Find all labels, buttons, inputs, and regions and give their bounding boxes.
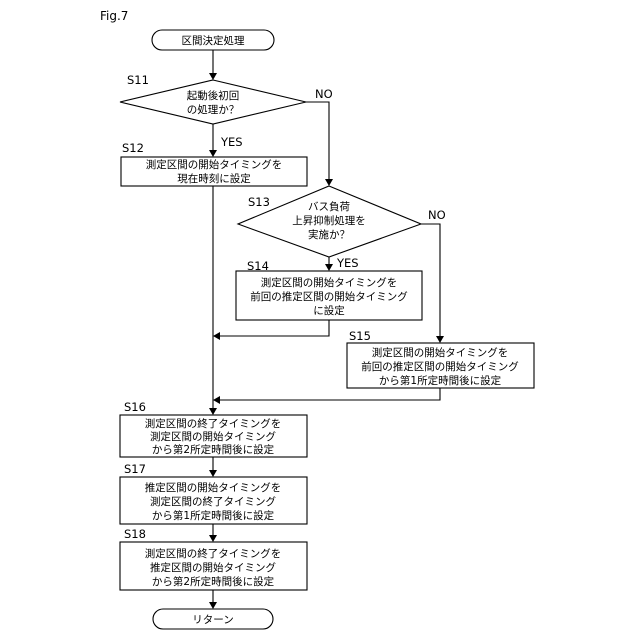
start-terminal: 区間決定処理 bbox=[152, 30, 274, 50]
process-s12: 測定区間の開始タイミングを 現在時刻に設定 S12 bbox=[121, 141, 307, 186]
process-s12-line-1: 測定区間の開始タイミングを bbox=[146, 158, 283, 171]
process-s14-line-1: 測定区間の開始タイミングを bbox=[261, 276, 398, 289]
arrowhead bbox=[209, 73, 217, 80]
connectors bbox=[209, 50, 444, 609]
step-label-s11: S11 bbox=[127, 73, 149, 87]
process-s15-line-1: 測定区間の開始タイミングを bbox=[372, 346, 509, 359]
decision-s13: バス負荷 上昇抑制処理を 実施か？ S13 NO YES bbox=[238, 186, 446, 270]
figure-label: Fig.7 bbox=[100, 9, 128, 23]
process-s17-line-1: 推定区間の開始タイミングを bbox=[145, 481, 282, 494]
arrow-s11-no bbox=[306, 102, 329, 180]
process-s17-line-2: 測定区間の終了タイミング bbox=[150, 495, 276, 508]
step-label-s17: S17 bbox=[124, 462, 146, 476]
decision-s11-line-1: 起動後初回 bbox=[187, 89, 240, 102]
return-terminal: リターン bbox=[153, 609, 273, 629]
decision-s13-line-3: 実施か？ bbox=[308, 228, 350, 241]
decision-s11-no-label: NO bbox=[315, 87, 333, 101]
arrowhead bbox=[209, 470, 217, 477]
return-terminal-label: リターン bbox=[192, 614, 233, 626]
step-label-s18: S18 bbox=[124, 527, 146, 541]
arrow-s14-join bbox=[219, 320, 329, 336]
process-s14-line-3: に設定 bbox=[313, 304, 345, 317]
arrowhead bbox=[209, 408, 217, 415]
process-s18-line-2: 推定区間の開始タイミング bbox=[150, 561, 276, 574]
process-s12-line-2: 現在時刻に設定 bbox=[177, 172, 251, 185]
decision-s11: 起動後初回 の処理か？ S11 NO YES bbox=[120, 73, 333, 149]
process-s16-line-3: から第2所定時間後に設定 bbox=[152, 443, 275, 456]
decision-s13-line-2: 上昇抑制処理を bbox=[292, 214, 366, 227]
arrowhead bbox=[213, 396, 220, 404]
process-s16-line-1: 測定区間の終了タイミングを bbox=[145, 417, 282, 430]
process-s15-line-3: から第1所定時間後に設定 bbox=[379, 374, 502, 387]
decision-s13-no-label: NO bbox=[428, 208, 446, 222]
process-s14-line-2: 前回の推定区間の開始タイミング bbox=[250, 290, 408, 303]
arrowhead bbox=[209, 602, 217, 609]
step-label-s14: S14 bbox=[247, 259, 269, 273]
decision-s11-yes-label: YES bbox=[220, 135, 243, 149]
process-s15-line-2: 前回の推定区間の開始タイミング bbox=[361, 360, 519, 373]
arrowhead bbox=[436, 336, 444, 343]
step-label-s15: S15 bbox=[349, 329, 371, 343]
process-s16-line-2: 測定区間の開始タイミング bbox=[150, 430, 276, 443]
decision-s13-yes-label: YES bbox=[336, 256, 359, 270]
process-s18-line-3: から第2所定時間後に設定 bbox=[152, 575, 275, 588]
decision-s13-line-1: バス負荷 bbox=[308, 201, 350, 213]
arrowhead bbox=[213, 332, 220, 340]
arrow-s13-no bbox=[421, 224, 440, 337]
arrowhead bbox=[325, 179, 333, 186]
step-label-s12: S12 bbox=[122, 141, 144, 155]
arrowhead bbox=[325, 264, 333, 271]
step-label-s16: S16 bbox=[124, 400, 146, 414]
decision-s11-line-2: の処理か？ bbox=[187, 103, 240, 116]
arrow-s15-join bbox=[219, 388, 440, 400]
arrowhead bbox=[209, 150, 217, 157]
arrowhead bbox=[209, 535, 217, 542]
process-s18-line-1: 測定区間の終了タイミングを bbox=[145, 547, 282, 560]
step-label-s13: S13 bbox=[248, 195, 270, 209]
start-terminal-label: 区間決定処理 bbox=[182, 34, 245, 47]
process-s17-line-3: から第1所定時間後に設定 bbox=[152, 509, 275, 522]
